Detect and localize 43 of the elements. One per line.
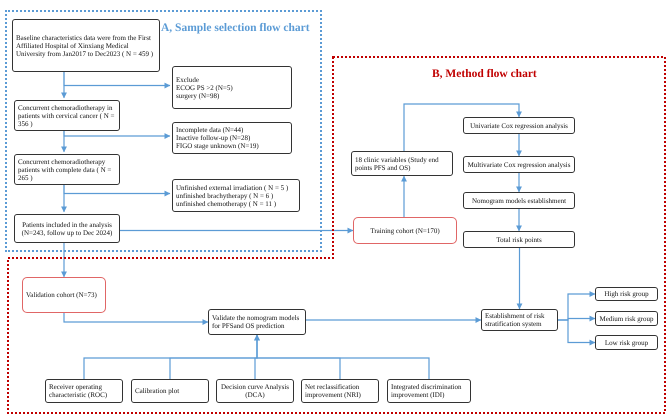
arrow [63, 129, 170, 139]
process-box [481, 309, 558, 331]
arrow [254, 334, 430, 379]
process-box [463, 192, 575, 209]
process-box [463, 117, 575, 134]
arrow [516, 134, 522, 156]
process-box [14, 100, 120, 131]
process-box [45, 379, 123, 403]
cohort-box [22, 277, 106, 313]
arrow [61, 241, 67, 278]
process-box [387, 379, 471, 403]
process-box [216, 379, 294, 403]
process-box [172, 122, 292, 154]
arrow [63, 313, 208, 325]
section-title: B, Method flow chart [432, 67, 537, 82]
process-box [595, 335, 658, 350]
section-title: A, Sample selection flow chart [161, 21, 310, 36]
arrow [63, 70, 170, 88]
arrow [401, 176, 407, 217]
process-box [463, 156, 575, 173]
process-box [172, 66, 292, 109]
process-box [14, 154, 120, 185]
arrow [63, 183, 170, 196]
section-frame [5, 10, 322, 252]
arrow [118, 228, 354, 234]
process-box [172, 179, 300, 212]
process-box [301, 379, 379, 403]
process-box [595, 287, 658, 301]
process-box [463, 231, 575, 248]
arrow [516, 173, 522, 192]
process-box [131, 379, 209, 403]
process-box [351, 151, 453, 176]
section-frame [8, 57, 665, 413]
process-box [208, 309, 306, 335]
process-box [595, 311, 658, 326]
arrow [306, 317, 482, 323]
arrow [516, 248, 522, 310]
arrow [403, 103, 522, 151]
cohort-box [353, 217, 457, 244]
process-box [12, 19, 160, 72]
process-box [14, 214, 120, 243]
arrow [558, 319, 596, 346]
arrow [516, 209, 522, 232]
